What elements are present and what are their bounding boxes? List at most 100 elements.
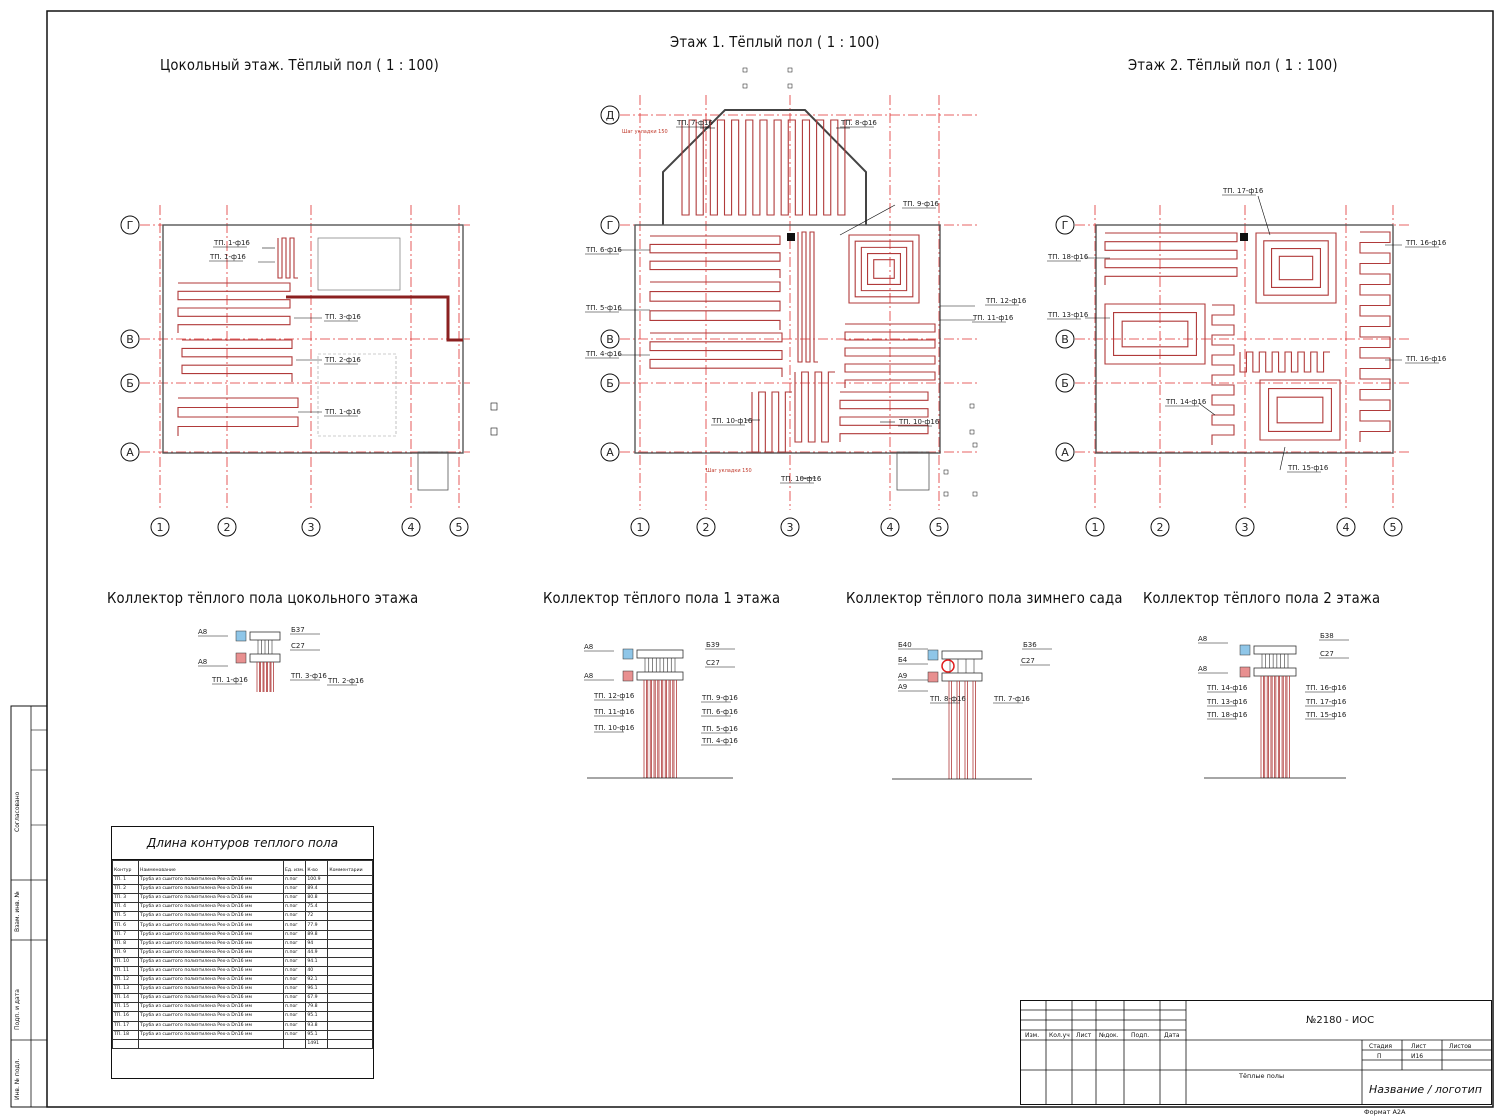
axis-col-label-bubble: [929, 517, 949, 537]
return-manifold: [249, 653, 281, 663]
collector-label: ТП. 10-ф16: [593, 724, 635, 732]
axis-row-label: Г: [607, 219, 614, 232]
collector-label: ТП. 17-ф16: [1305, 698, 1347, 706]
contour-label: ТП. 1-ф16: [324, 408, 361, 416]
header-cell: Контур: [112, 860, 139, 876]
sheet-frame: [46, 10, 1494, 1108]
heating-loop: [794, 371, 835, 443]
title-block: Изм. Кол.уч Лист №док. Подп. Дата №2180 …: [1019, 999, 1492, 1105]
table-total-row: 1491: [112, 1038, 373, 1049]
porch: [417, 451, 449, 491]
table-cell: [327, 893, 373, 904]
axis-row-label-bubble: [600, 442, 620, 462]
collector-label: Б38: [1320, 632, 1334, 640]
column-mark: [972, 442, 978, 448]
table-cell: [327, 1011, 373, 1022]
table-cell: [327, 874, 373, 886]
supply-manifold: [941, 650, 983, 660]
table-cell: Труба из сшитого полиэтилена Pex-a Dn16 …: [138, 1002, 284, 1013]
sheet-value: И16: [1411, 1053, 1424, 1060]
porch: [896, 451, 930, 491]
collector-label: А8: [198, 628, 207, 636]
axis-col-label: 2: [224, 521, 231, 534]
supply-manifold: [1253, 645, 1297, 655]
column-mark: [787, 67, 793, 73]
collector-label: ТП. 8-ф16: [929, 695, 966, 703]
table-cell: Труба из сшитого полиэтилена Pex-a Dn16 …: [138, 929, 284, 940]
axis-row-label-bubble: [600, 373, 620, 393]
axis-col-label: 2: [703, 521, 710, 534]
contour-label: ТП. 16-ф16: [1405, 239, 1447, 247]
table-cell: Труба из сшитого полиэтилена Pex-a Dn16 …: [138, 893, 284, 904]
return-manifold: [636, 671, 684, 681]
table-cell: 77.9: [305, 920, 329, 931]
return-valve: [1239, 666, 1251, 678]
table-cell: ТП. 1: [112, 874, 139, 886]
heating-loop: [844, 323, 936, 388]
collector-label: ТП. 4-ф16: [701, 737, 738, 745]
table-cell: п.пог: [282, 929, 307, 940]
axis-row-label-bubble: [1055, 442, 1075, 462]
logo-placeholder: Название / логотип: [1369, 1083, 1482, 1096]
heating-loop: [1104, 232, 1238, 285]
axis-row-label-bubble: [1055, 329, 1075, 349]
column-mark: [943, 469, 949, 475]
table-cell: [327, 947, 373, 958]
table-cell: 44.9: [305, 947, 329, 958]
collector-label: ТП. 2-ф16: [327, 677, 364, 685]
heating-loop: [277, 237, 298, 279]
collector-label: Б40: [898, 641, 912, 649]
axis-row-label-bubble: [120, 373, 140, 393]
garden-collector-title: Коллектор тёплого пола зимнего сада: [846, 589, 1123, 607]
table-cell: [327, 920, 373, 931]
table-cell: 94.1: [305, 956, 329, 967]
stair: [317, 353, 397, 437]
table-cell: [327, 984, 373, 995]
table-cell: ТП. 15: [112, 1002, 139, 1013]
table-cell: Труба из сшитого полиэтилена Pex-a Dn16 …: [138, 993, 284, 1004]
column-mark: [943, 491, 949, 497]
contour-table-header: Контур Наименование Ед. изм. К-во Коммен…: [112, 860, 373, 876]
table-cell: ТП. 10: [112, 956, 139, 967]
collector-label: А9: [898, 672, 907, 680]
contour-label: ТП. 5-ф16: [585, 304, 622, 312]
table-cell: [327, 1038, 373, 1049]
leader-line: [1279, 446, 1286, 471]
basement-plan-title: Цокольный этаж. Тёплый пол ( 1 : 100): [160, 56, 439, 74]
side-stamp-frame: [10, 705, 48, 1108]
collector-label: С27: [706, 659, 720, 667]
axis-col-label: 3: [308, 521, 315, 534]
header-cell: Ед. изм.: [282, 860, 307, 876]
table-cell: 95.1: [305, 1011, 329, 1022]
table-cell: Труба из сшитого полиэтилена Pex-a Dn16 …: [138, 884, 284, 895]
column-mark: [742, 83, 748, 89]
table-cell: Труба из сшитого полиэтилена Pex-a Dn16 …: [138, 984, 284, 995]
axis-row-label-bubble: [120, 329, 140, 349]
axis-col-label: 3: [1242, 521, 1249, 534]
floor2-plan-title: Этаж 2. Тёплый пол ( 1 : 100): [1128, 56, 1338, 74]
axis-col-label-bubble: [1383, 517, 1403, 537]
column-mark: [787, 83, 793, 89]
axis-col-label-bubble: [696, 517, 716, 537]
axis-row-label: Б: [1061, 377, 1069, 390]
wall-outline: [1095, 224, 1394, 454]
axis-col-label: 4: [1343, 521, 1350, 534]
table-cell: Труба из сшитого полиэтилена Pex-a Dn16 …: [138, 956, 284, 967]
table-cell: [327, 993, 373, 1004]
axis-row-label: А: [126, 446, 134, 459]
heating-loop: [797, 231, 818, 363]
table-cell: Труба из сшитого полиэтилена Pex-a Dn16 …: [138, 902, 284, 913]
axis-col-label-bubble: [449, 517, 469, 537]
contour-label: ТП. 11-ф16: [972, 314, 1014, 322]
axis-row-label: А: [606, 446, 614, 459]
